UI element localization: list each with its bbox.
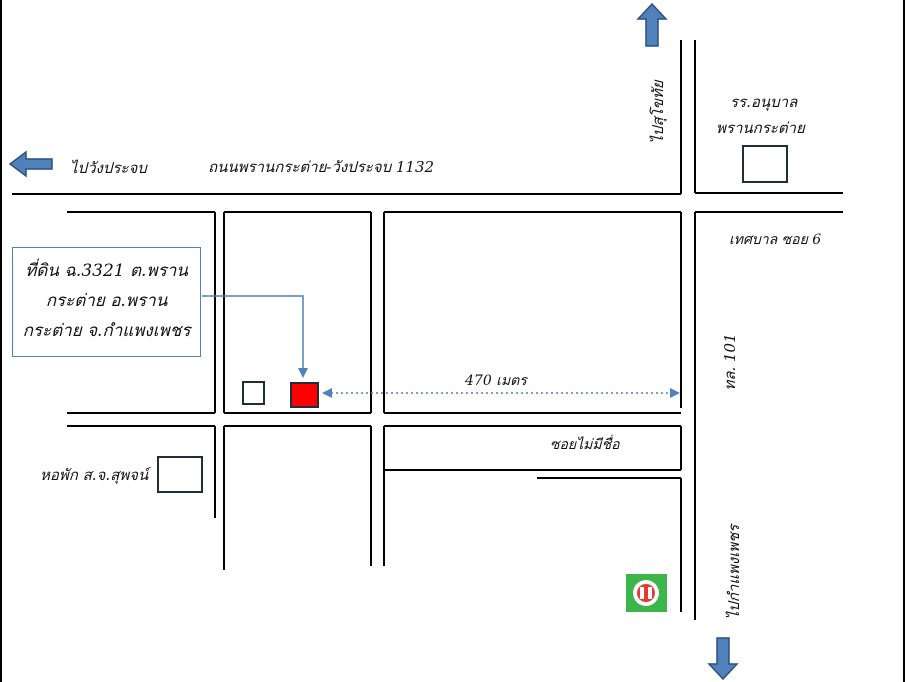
label-to-sukhothai: ไปสุโขทัย [649,80,667,144]
label-school-line1: รร.อนุบาล [730,93,798,111]
label-to-kamphaengphet: ไปกำแพงเพชร [725,524,743,620]
label-distance: 470 เมตร [465,373,527,389]
target-plot [290,382,319,408]
land-plot-line1: ที่ดิน ฉ.3321 ต.พราน [25,261,188,281]
label-main-road-1132: ถนนพรานกระต่าย-วังประจบ 1132 [208,158,435,176]
land-plot-callout: ที่ดิน ฉ.3321 ต.พราน กระต่าย อ.พราน กระต… [12,247,201,357]
label-to-wangprachop: ไปวังประจบ [70,159,147,177]
label-school-line2: พรานกระต่าย [716,119,805,137]
label-dorm: หอพัก ส.จ.สุพจน์ [40,466,149,484]
arrow-down-icon [707,637,739,681]
callout-arrowhead [298,368,308,378]
land-plot-line3: กระต่าย จ.กำแพงเพชร [22,321,191,341]
gas-station-icon [626,574,667,612]
distance-arrow-left [322,388,332,398]
label-soi-unnamed: ซอยไม่มีชื่อ [550,437,620,453]
label-highway-101: ทล. 101 [721,333,739,391]
land-plot-line2: กระต่าย อ.พราน [45,291,168,311]
callout-connector [202,295,304,370]
distance-arrow-right [670,388,680,398]
neighbor-plot [242,381,265,405]
arrow-left-icon [8,150,53,178]
label-soi-municipal: เทศบาล ซอย 6 [729,232,822,248]
school-building [742,145,788,183]
dorm-building [157,456,203,493]
arrow-up-icon [636,2,668,47]
